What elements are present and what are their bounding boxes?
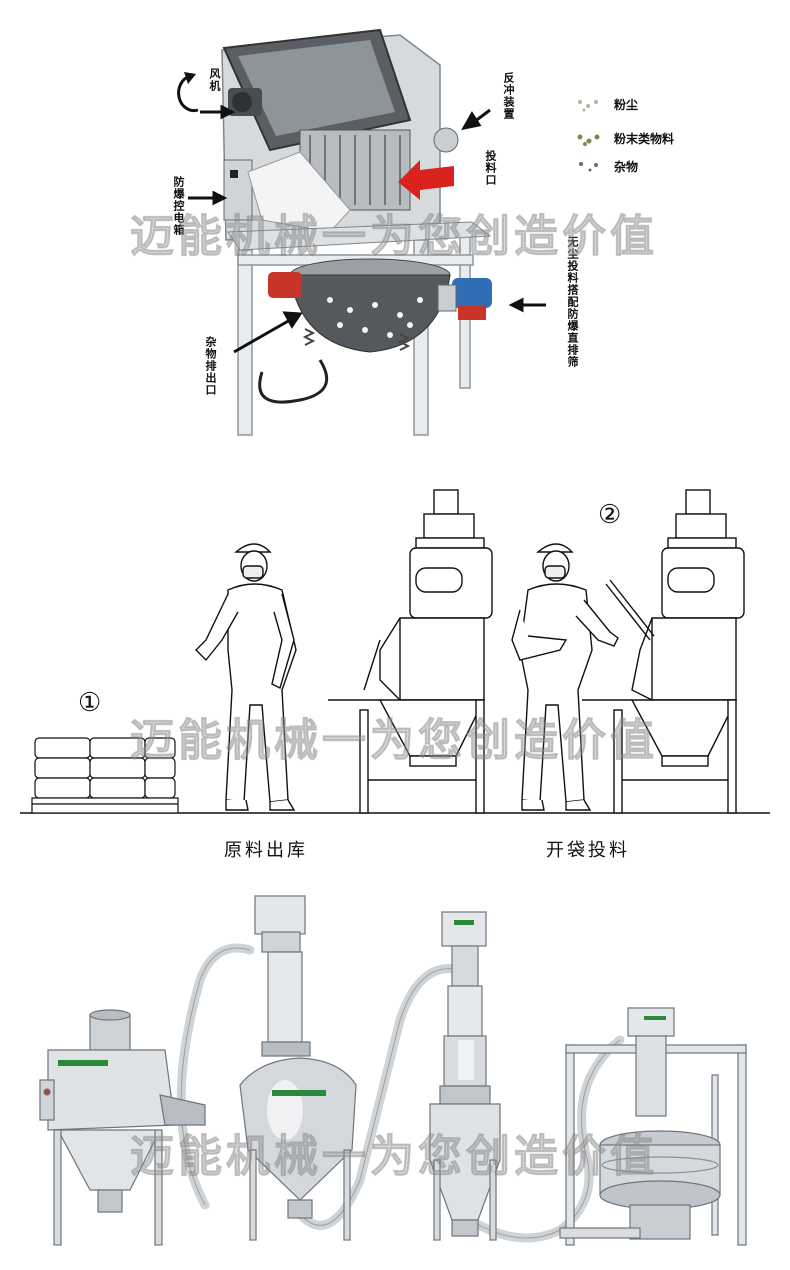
label-sieve: 无尘投料搭配防爆直排筛 [566, 236, 579, 368]
feeding-station-1 [328, 489, 493, 814]
rotation-icon [177, 72, 199, 113]
machine-photo [177, 28, 546, 436]
worker-figure-2 [511, 543, 619, 811]
machine-sieve [559, 1007, 747, 1246]
step-2-number: ② [598, 500, 622, 530]
machine-vacuum-ibc [239, 895, 357, 1241]
machine-feeding-station [39, 1009, 206, 1246]
legend-label-debris: 杂物 [614, 160, 639, 174]
process-diagram [20, 489, 770, 814]
step-1-number: ① [78, 688, 102, 718]
label-backflush: 反冲装置 [502, 72, 515, 120]
legend-item-powder: 粉末类物料 [576, 130, 674, 147]
powder-dots-icon [576, 132, 600, 146]
watermark-3: 迈能机械一为您创造价值 [130, 1131, 658, 1183]
label-fan: 风机 [208, 68, 221, 92]
label-explosion-box: 防爆控电箱 [172, 176, 185, 236]
debris-dots-icon [576, 160, 600, 174]
step-2-caption: 开袋投料 [546, 840, 630, 861]
legend-label-powder: 粉末类物料 [614, 132, 675, 146]
legend-item-dust: 粉尘 [576, 96, 638, 113]
watermark-2: 迈能机械一为您创造价值 [130, 715, 658, 767]
step-1-caption: 原料出库 [224, 840, 308, 861]
legend-item-debris: 杂物 [576, 158, 638, 175]
feed-arrow [398, 160, 454, 200]
feeding-station-2 [582, 489, 745, 814]
watermark-1: 迈能机械一为您创造价值 [130, 211, 658, 263]
worker-figure-1 [195, 543, 297, 811]
machine-vacuum-hopper [429, 911, 501, 1241]
equipment-line-photo [39, 895, 747, 1246]
dust-dots-icon [576, 98, 600, 112]
legend-label-dust: 粉尘 [614, 98, 639, 112]
label-feed-port: 投料口 [484, 150, 497, 186]
bag-stack [31, 737, 179, 814]
label-waste-outlet: 杂物排出口 [204, 336, 217, 396]
